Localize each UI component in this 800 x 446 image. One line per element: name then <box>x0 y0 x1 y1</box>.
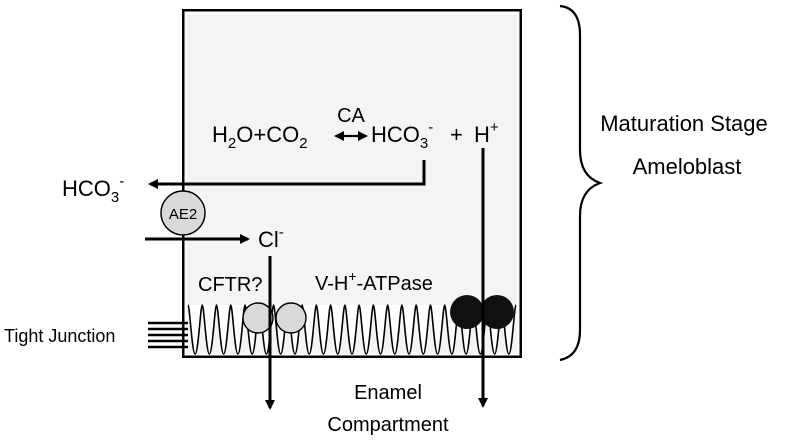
atpase-label: V-H+-ATPase <box>315 268 433 295</box>
reaction-equation: H2O+CO2 <box>212 122 308 152</box>
ae2-label: AE2 <box>169 206 197 223</box>
atpase-pump-left <box>450 295 484 329</box>
cell-type-line1: Maturation Stage <box>600 111 768 136</box>
reaction-plus: + <box>450 122 463 147</box>
enamel-compartment-line1: Enamel <box>354 382 422 404</box>
cftr-channel-left <box>242 302 274 334</box>
cftr-label: CFTR? <box>198 274 262 296</box>
cell-type-line2: Ameloblast <box>633 154 742 179</box>
cell-bracket <box>559 4 604 362</box>
ae2-exchanger <box>160 190 206 236</box>
atpase-pump-right <box>480 295 514 329</box>
bicarbonate-out-label: HCO3- <box>62 173 124 206</box>
enamel-compartment-line2: Compartment <box>327 414 449 436</box>
bicarbonate-efflux-arrow <box>148 160 426 189</box>
carbonic-anhydrase-label: CA <box>337 105 365 127</box>
bicarbonate-product: HCO3- <box>371 119 433 152</box>
tight-junction-lines <box>148 321 188 349</box>
proton-product: H+ <box>474 119 499 147</box>
chloride-label: Cl- <box>258 224 284 252</box>
tight-junction-label: Tight Junction <box>4 326 115 346</box>
cftr-channel-right <box>275 302 307 334</box>
